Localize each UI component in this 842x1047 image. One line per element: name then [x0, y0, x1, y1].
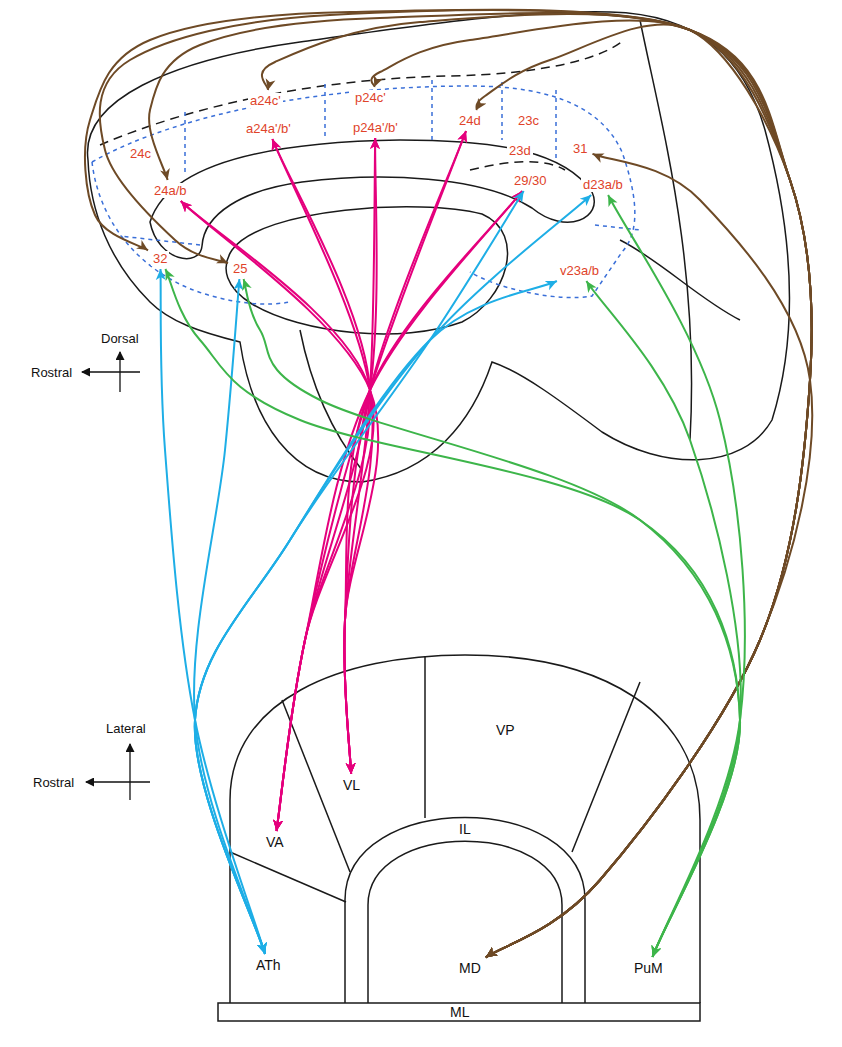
area-label: p24c': [355, 90, 386, 105]
area-label: 24d: [459, 113, 481, 128]
area-divider: [555, 90, 557, 160]
projection-arrow: [277, 191, 523, 831]
area-label: v23a/b: [560, 263, 599, 278]
nucleus-divider: [572, 682, 640, 852]
area-divider: [324, 84, 326, 140]
projection-arrow: [277, 131, 467, 831]
thalamic-nucleus: VL: [341, 777, 362, 793]
projection-arrow: [262, 14, 812, 957]
cortical-area: 24d: [457, 113, 483, 128]
area-label: IL: [459, 821, 471, 837]
area-label: VP: [496, 722, 515, 738]
nucleus-divider: [282, 700, 350, 872]
thalamic-nucleus: ML: [448, 1004, 471, 1020]
projection-arrow: [608, 195, 745, 957]
area-label: ATh: [256, 957, 281, 973]
thalamic-nucleus: ATh: [254, 957, 283, 973]
area-label: 24a/b: [154, 183, 187, 198]
thalamic-nucleus: MD: [457, 960, 483, 976]
cortical-area: d23a/b: [581, 177, 625, 192]
projection-arrow: [149, 13, 812, 957]
nucleus-divider: [424, 656, 426, 818]
cortical-area: a24a'/b': [244, 121, 293, 136]
mediodorsal-outline: [368, 841, 562, 1003]
cortical-area: 23c: [516, 113, 541, 128]
thalamic-nucleus: IL: [457, 821, 473, 837]
projection-arrow: [85, 10, 812, 958]
thalamic-nucleus: VP: [494, 722, 517, 738]
thalamic-nucleus: PuM: [632, 960, 665, 976]
area-label: 23d: [509, 143, 531, 158]
area-label: 29/30: [514, 173, 547, 188]
area-label: 24c: [130, 146, 151, 161]
area-label: ML: [450, 1004, 469, 1020]
thalamus-outline: [230, 655, 700, 1003]
projection-arrow: [344, 131, 466, 774]
orientation-label: Dorsal: [101, 331, 139, 346]
projection-arrow: [244, 279, 740, 957]
area-divider: [501, 82, 503, 140]
area-label: 23c: [518, 113, 539, 128]
area-label: VL: [343, 777, 360, 793]
projection-arrow: [344, 138, 375, 774]
projection-arrow: [486, 154, 812, 958]
occipital-sulcus: [640, 20, 692, 440]
thalamic-nucleus: VA: [264, 834, 286, 850]
intralaminar-outline: [345, 818, 585, 1004]
area-label: 32: [153, 251, 167, 266]
area-label: p24a'/b': [353, 120, 398, 135]
orientation-label: Rostral: [33, 775, 74, 790]
projection-arrow: [371, 21, 811, 958]
projection-arrow: [195, 281, 557, 954]
area-label: MD: [459, 960, 481, 976]
cortical-area: 24a/b: [152, 183, 189, 198]
area-divider: [184, 112, 186, 172]
area-label: VA: [266, 834, 284, 850]
area-label: a24a'/b': [246, 121, 291, 136]
projection-arrow: [100, 10, 812, 957]
cortical-area: 24c: [128, 146, 153, 161]
projection-arrow: [195, 191, 524, 954]
cortical-area: 32: [151, 251, 169, 266]
orientation-arrow: [86, 781, 150, 782]
projection-arrow: [194, 279, 265, 954]
cortical-area: 23d: [507, 143, 533, 158]
projection-arrow: [476, 24, 812, 957]
projection-arrow: [161, 269, 266, 954]
cortical-area: a24c': [248, 93, 283, 108]
area-label: PuM: [634, 960, 663, 976]
orientation-label: Lateral: [106, 721, 146, 736]
area-divider: [431, 80, 433, 140]
nucleus-divider: [230, 852, 346, 902]
cortical-area: 29/30: [512, 173, 549, 188]
area-label: a24c': [250, 93, 281, 108]
cortex-outline: [88, 12, 790, 482]
orientation-arrow: [82, 371, 140, 372]
cortical-area: p24c': [353, 90, 388, 105]
parieto-occipital-sulcus: [620, 240, 740, 320]
medial-lemniscus-band: [218, 1003, 700, 1021]
area-label: d23a/b: [583, 177, 623, 192]
projection-arrow: [272, 139, 370, 831]
projection-arrow: [165, 269, 740, 957]
cortical-area: 31: [571, 141, 589, 156]
projection-arrow: [344, 191, 522, 774]
corpus-callosum: [150, 140, 594, 259]
cortical-area: 25: [231, 261, 249, 276]
projection-arrow: [195, 195, 591, 954]
cingulate-sulcus: [100, 40, 624, 145]
orientation-arrow: [129, 744, 130, 800]
orientation-label: Rostral: [31, 365, 72, 380]
area-divider: [595, 225, 640, 230]
area-label: 31: [573, 141, 587, 156]
cortical-area: v23a/b: [558, 263, 601, 278]
callosal-sulcus: [470, 162, 565, 170]
cortical-area: p24a'/b': [351, 120, 400, 135]
projection-arrow: [586, 281, 740, 957]
cingulate-region-border: [92, 86, 635, 298]
area-label: 25: [233, 261, 247, 276]
